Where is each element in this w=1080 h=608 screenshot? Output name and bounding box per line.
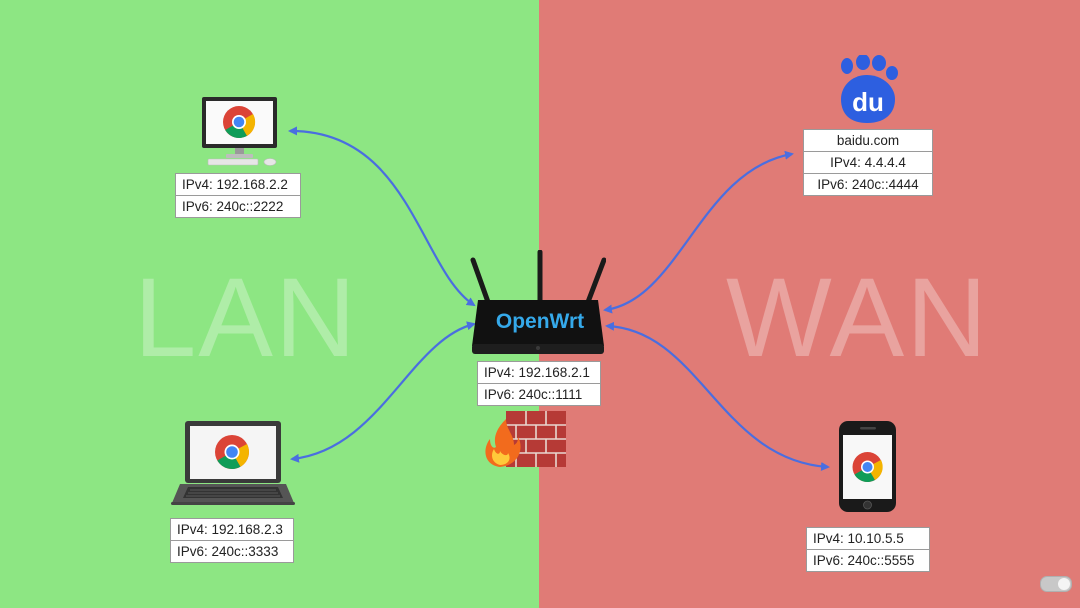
- baidu-logo-text: du: [852, 87, 884, 117]
- router-ipv4: IPv4: 192.168.2.1: [484, 365, 590, 380]
- laptop-address-box: IPv4: 192.168.2.3 IPv6: 240c::3333: [170, 518, 294, 563]
- server-address-box: baidu.com IPv4: 4.4.4.4 IPv6: 240c::4444: [803, 129, 933, 196]
- firewall-icon: [485, 411, 566, 467]
- phone-ipv6: IPv6: 240c::5555: [807, 549, 929, 571]
- openwrt-router: OpenWrt: [470, 249, 607, 358]
- arrow-desktop-router: [288, 126, 476, 307]
- chrome-phone-icon: [839, 421, 896, 512]
- laptop-computer: [170, 420, 296, 506]
- smartphone: [838, 420, 898, 514]
- server-ipv4: IPv4: 4.4.4.4: [804, 151, 932, 173]
- baidu-logo: du: [833, 54, 903, 127]
- desktop-ipv6: IPv6: 240c::2222: [176, 195, 300, 217]
- arrow-router-server: [603, 150, 794, 314]
- router-brand: OpenWrt: [496, 310, 584, 333]
- toggle-switch[interactable]: [1040, 576, 1072, 592]
- baidu-logo-icon: du: [841, 54, 898, 123]
- toggle-knob: [1058, 578, 1070, 590]
- desktop-address-box: IPv4: 192.168.2.2 IPv6: 240c::2222: [175, 173, 301, 218]
- chrome-desktop-icon: [202, 97, 277, 166]
- laptop-ipv4: IPv4: 192.168.2.3: [177, 522, 283, 537]
- chrome-laptop-icon: [171, 421, 295, 505]
- desktop-computer: [200, 96, 282, 168]
- router-address-box: IPv4: 192.168.2.1 IPv6: 240c::1111: [477, 361, 601, 406]
- phone-ipv4: IPv4: 10.10.5.5: [813, 531, 904, 546]
- arrow-router-phone: [605, 321, 830, 472]
- server-domain: baidu.com: [836, 133, 900, 148]
- server-ipv6: IPv6: 240c::4444: [804, 173, 932, 195]
- firewall: [480, 409, 570, 469]
- laptop-ipv6: IPv6: 240c::3333: [171, 540, 293, 562]
- arrow-laptop-router: [290, 321, 476, 463]
- phone-address-box: IPv4: 10.10.5.5 IPv6: 240c::5555: [806, 527, 930, 572]
- desktop-ipv4: IPv4: 192.168.2.2: [182, 177, 288, 192]
- router-ipv6: IPv6: 240c::1111: [478, 383, 600, 405]
- router-icon: OpenWrt: [470, 249, 607, 354]
